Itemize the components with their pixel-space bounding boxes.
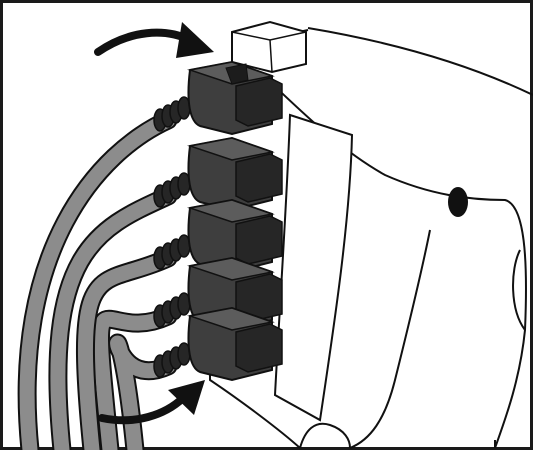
connectors — [153, 60, 283, 382]
cables — [17, 110, 178, 450]
connector-plug — [235, 77, 283, 127]
connector-3 — [153, 198, 283, 274]
arrow-bottom — [98, 380, 205, 425]
connector-1 — [153, 60, 283, 136]
device-indicator-hole — [448, 187, 468, 217]
cable-4 — [92, 308, 176, 450]
arrow-top — [94, 22, 214, 58]
cable-3 — [77, 250, 176, 450]
top-block-connector — [231, 20, 307, 74]
connector-2 — [153, 136, 283, 212]
connector-5 — [153, 306, 283, 382]
connector-top-face — [187, 137, 275, 161]
cable-2 — [50, 188, 176, 450]
connector-top-face — [187, 199, 275, 223]
cable-5 — [110, 335, 176, 450]
connector-plug — [235, 215, 283, 265]
cable-1 — [19, 112, 176, 450]
device-panel-window — [273, 113, 354, 422]
connector-top-face — [187, 257, 275, 281]
connector-plug — [235, 323, 283, 373]
connector-top-face — [187, 307, 275, 331]
connector-plug — [235, 153, 283, 203]
connector-latch — [225, 63, 249, 85]
